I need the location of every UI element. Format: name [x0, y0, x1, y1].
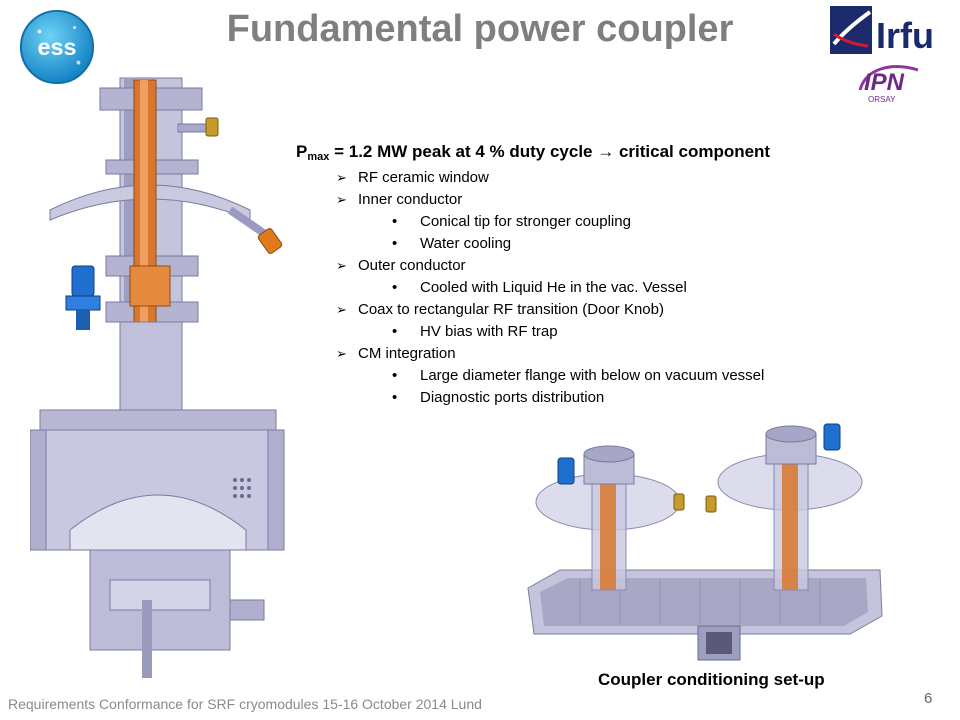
slide-title: Fundamental power coupler	[226, 8, 734, 50]
bullet-list: ➢ RF ceramic window ➢ Inner conductor • Conic…	[296, 167, 936, 409]
arrow-bullet-icon: ➢	[336, 170, 347, 185]
setup-caption: Coupler conditioning set-up	[598, 670, 825, 689]
coupler-cad-image	[30, 77, 285, 678]
sub-bullet-item: • Water cooling	[392, 233, 936, 255]
conditioning-setup-image	[527, 423, 883, 661]
bullet-item: ➢ Inner conductor	[336, 189, 936, 211]
dot-bullet-icon: •	[392, 323, 398, 340]
pmax-rest: = 1.2 MW peak at 4 % duty cycle → critic…	[329, 142, 771, 161]
ipn-logo-text: IPN	[864, 69, 905, 96]
dot-bullet-icon: •	[392, 235, 398, 252]
bullet-item: ➢ CM integration	[336, 343, 936, 365]
bullet-text: Coax to rectangular RF transition (Door …	[358, 301, 664, 318]
sub-bullet-item: • Conical tip for stronger coupling	[392, 211, 936, 233]
bullet-item: ➢ RF ceramic window	[336, 167, 936, 189]
ipn-logo: IPN ORSAY	[858, 65, 919, 104]
sub-bullet-item: • Diagnostic ports distribution	[392, 387, 936, 409]
pmax-p: P	[296, 142, 308, 161]
irfu-logo-text: Irfu	[876, 15, 934, 56]
bullet-text: HV bias with RF trap	[420, 323, 558, 340]
bullet-item: ➢ Outer conductor	[336, 255, 936, 277]
dot-bullet-icon: •	[392, 367, 398, 384]
bullet-text: Outer conductor	[358, 257, 466, 274]
bullet-text: Large diameter flange with below on vacu…	[420, 367, 765, 384]
bullet-text: Water cooling	[420, 235, 512, 252]
pmax-heading: Pmax = 1.2 MW peak at 4 % duty cycle → c…	[296, 142, 936, 163]
ipn-logo-sub: ORSAY	[868, 95, 896, 104]
dot-bullet-icon: •	[392, 213, 398, 230]
bullet-text: Diagnostic ports distribution	[420, 389, 605, 406]
pmax-subscript: max	[307, 151, 330, 163]
ess-logo: ess	[19, 9, 95, 85]
bullet-text: Cooled with Liquid He in the vac. Vessel	[420, 279, 687, 296]
bullet-text: CM integration	[358, 345, 456, 362]
sub-bullet-item: • Cooled with Liquid He in the vac. Vesse…	[392, 277, 936, 299]
dot-bullet-icon: •	[392, 279, 398, 296]
bullet-text: Inner conductor	[358, 191, 463, 208]
arrow-bullet-icon: ➢	[336, 346, 347, 361]
bullet-text: Conical tip for stronger coupling	[420, 213, 631, 230]
bullet-content: Pmax = 1.2 MW peak at 4 % duty cycle → c…	[296, 142, 936, 409]
page-number: 6	[924, 690, 933, 707]
slide-footer: Requirements Conformance for SRF cryomod…	[8, 696, 482, 712]
bullet-text: RF ceramic window	[358, 169, 489, 186]
bullet-item: ➢ Coax to rectangular RF transition (Door…	[336, 299, 936, 321]
arrow-bullet-icon: ➢	[336, 302, 347, 317]
arrow-bullet-icon: ➢	[336, 258, 347, 273]
irfu-logo: Irfu	[830, 6, 934, 56]
arrow-bullet-icon: ➢	[336, 192, 347, 207]
sub-bullet-item: • Large diameter flange with below on vac…	[392, 365, 936, 387]
sub-bullet-item: • HV bias with RF trap	[392, 321, 936, 343]
dot-bullet-icon: •	[392, 389, 398, 406]
ess-logo-text: ess	[37, 34, 76, 60]
